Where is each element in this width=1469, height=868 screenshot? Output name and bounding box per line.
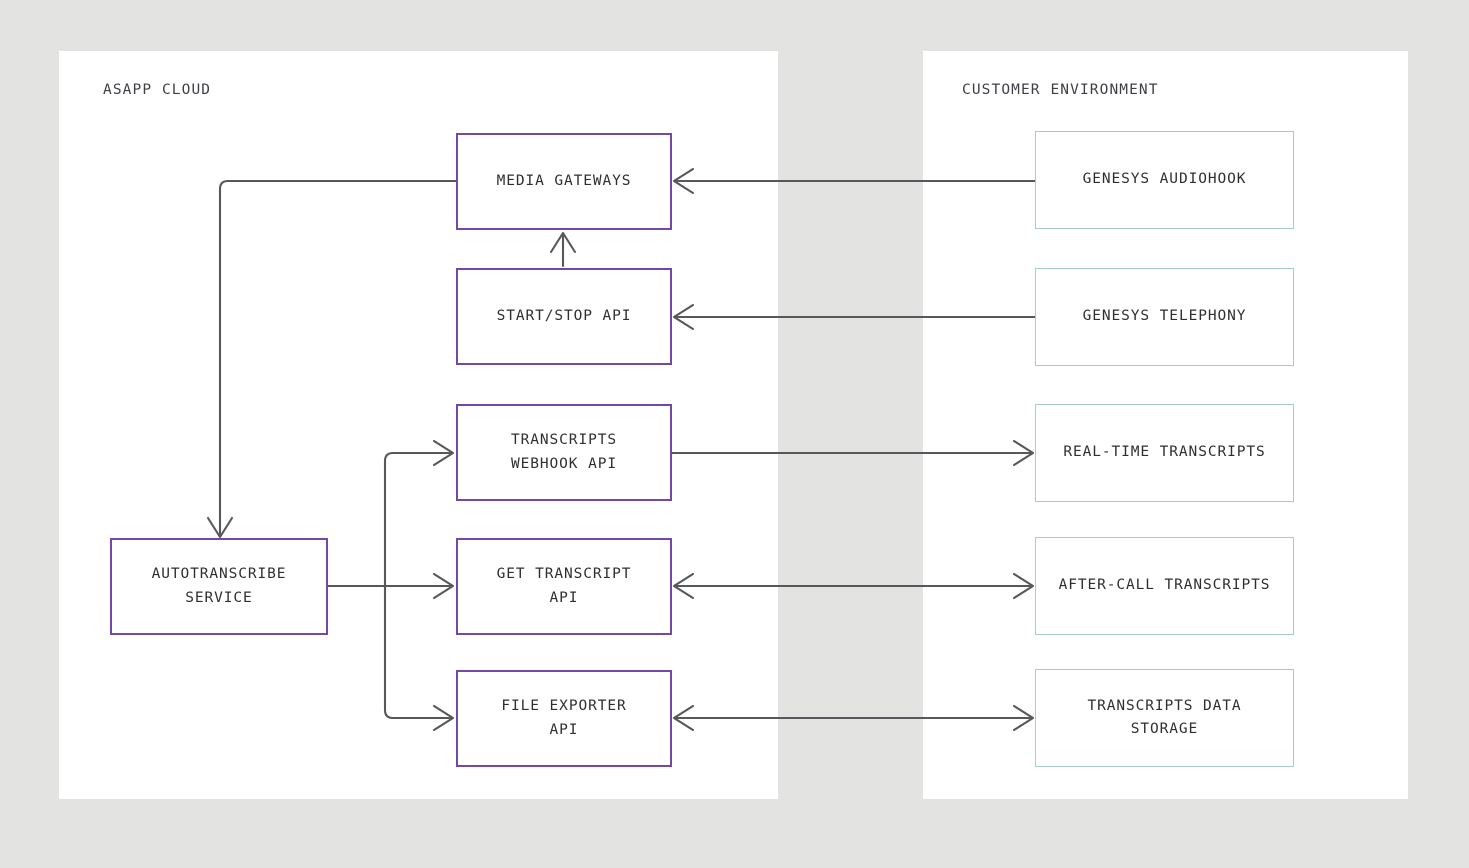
node-start-stop-api[interactable]: START/STOP API xyxy=(456,268,672,365)
node-media-gateways[interactable]: MEDIA GATEWAYS xyxy=(456,133,672,230)
node-after-call-transcripts[interactable]: AFTER-CALL TRANSCRIPTS xyxy=(1035,537,1294,635)
node-transcripts-webhook-api[interactable]: TRANSCRIPTS WEBHOOK API xyxy=(456,404,672,501)
node-realtime-transcripts[interactable]: REAL-TIME TRANSCRIPTS xyxy=(1035,404,1294,502)
node-genesys-telephony[interactable]: GENESYS TELEPHONY xyxy=(1035,268,1294,366)
node-file-exporter-api[interactable]: FILE EXPORTER API xyxy=(456,670,672,767)
node-get-transcript-api[interactable]: GET TRANSCRIPT API xyxy=(456,538,672,635)
node-autotranscribe-service[interactable]: AUTOTRANSCRIBE SERVICE xyxy=(110,538,328,635)
node-genesys-audiohook[interactable]: GENESYS AUDIOHOOK xyxy=(1035,131,1294,229)
node-transcripts-data-storage[interactable]: TRANSCRIPTS DATA STORAGE xyxy=(1035,669,1294,767)
panel-label-asapp-cloud: ASAPP CLOUD xyxy=(103,82,212,98)
panel-label-customer-environment: CUSTOMER ENVIRONMENT xyxy=(962,82,1159,98)
